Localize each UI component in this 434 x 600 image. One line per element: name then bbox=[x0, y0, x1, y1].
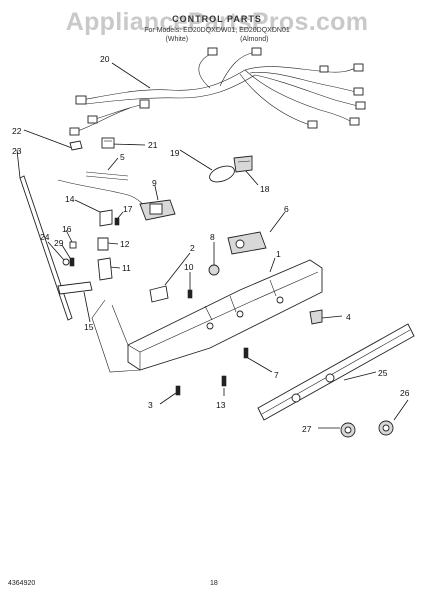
bracket-part[interactable] bbox=[74, 199, 113, 227]
screw-3-part[interactable] bbox=[159, 385, 181, 405]
wire-clip-part[interactable] bbox=[23, 129, 83, 151]
page-number: 18 bbox=[210, 580, 218, 587]
callout-11: 11 bbox=[122, 263, 131, 273]
callout-26: 26 bbox=[400, 388, 410, 398]
callout-17: 17 bbox=[123, 204, 133, 214]
callout-3: 3 bbox=[148, 400, 153, 410]
screw-13-part[interactable] bbox=[221, 375, 227, 396]
callout-29: 29 bbox=[54, 238, 64, 248]
callout-13: 13 bbox=[216, 400, 226, 410]
callout-23: 23 bbox=[12, 146, 22, 156]
callout-16: 16 bbox=[62, 224, 72, 234]
light-socket-part[interactable] bbox=[233, 155, 259, 186]
wire-harness-part[interactable] bbox=[69, 47, 366, 136]
callout-15: 15 bbox=[84, 322, 94, 332]
washer-29-part[interactable] bbox=[61, 244, 75, 267]
callout-7: 7 bbox=[274, 370, 279, 380]
damper-control-part[interactable] bbox=[57, 179, 176, 221]
support-15-part[interactable] bbox=[57, 281, 93, 323]
variant-white: (White) bbox=[165, 36, 189, 43]
clip-4-part[interactable] bbox=[309, 309, 343, 325]
light-switch-part[interactable] bbox=[149, 252, 191, 303]
variant-almond: (Almond) bbox=[240, 36, 269, 43]
callout-19: 19 bbox=[170, 148, 180, 158]
control-housing-body bbox=[91, 259, 323, 373]
control-housing-part[interactable] bbox=[269, 257, 276, 273]
control-channel-part[interactable] bbox=[16, 149, 73, 321]
callout-27: 27 bbox=[302, 424, 312, 434]
light-bulb-part[interactable] bbox=[179, 149, 237, 185]
callout-18: 18 bbox=[260, 184, 270, 194]
model-numbers: For Models: ED20DQXDW01, ED20DQXDN01 bbox=[144, 27, 290, 34]
screw-7-part[interactable] bbox=[243, 347, 273, 373]
callout-4: 4 bbox=[346, 312, 351, 322]
callout-1: 1 bbox=[276, 249, 281, 259]
knob-26-part[interactable] bbox=[378, 399, 409, 436]
diagram-title: CONTROL PARTS bbox=[172, 14, 262, 24]
screw-17-part[interactable] bbox=[114, 211, 124, 226]
callout-21: 21 bbox=[148, 140, 158, 150]
control-panel-part[interactable] bbox=[257, 323, 415, 421]
knob-8-part[interactable] bbox=[208, 242, 220, 276]
clip-16-part[interactable] bbox=[65, 229, 77, 249]
callout-5: 5 bbox=[120, 152, 125, 162]
callout-20: 20 bbox=[100, 54, 110, 64]
callout-2: 2 bbox=[190, 243, 195, 253]
callout-8: 8 bbox=[210, 232, 215, 242]
thermostat-part[interactable] bbox=[227, 211, 286, 255]
callout-6: 6 bbox=[284, 204, 289, 214]
screw-10-part[interactable] bbox=[187, 272, 193, 299]
callout-12: 12 bbox=[120, 239, 130, 249]
callout-25: 25 bbox=[378, 368, 388, 378]
connector-part[interactable] bbox=[101, 137, 146, 149]
callout-14: 14 bbox=[65, 194, 75, 204]
tube-part[interactable] bbox=[85, 157, 129, 181]
callout-22: 22 bbox=[12, 126, 22, 136]
watermark: AppliancePartsPros.com bbox=[65, 8, 369, 36]
bracket-11-part[interactable] bbox=[97, 257, 121, 281]
callout-24: 24 bbox=[40, 232, 50, 242]
screw-24-part[interactable] bbox=[47, 241, 70, 266]
callout-9: 9 bbox=[152, 178, 157, 188]
knob-27-part[interactable] bbox=[318, 422, 356, 438]
bracket-12-part[interactable] bbox=[97, 237, 119, 251]
callout-10: 10 bbox=[184, 262, 194, 272]
color-variants: (White) (Almond) bbox=[0, 36, 434, 43]
document-number: 4364920 bbox=[8, 580, 36, 587]
